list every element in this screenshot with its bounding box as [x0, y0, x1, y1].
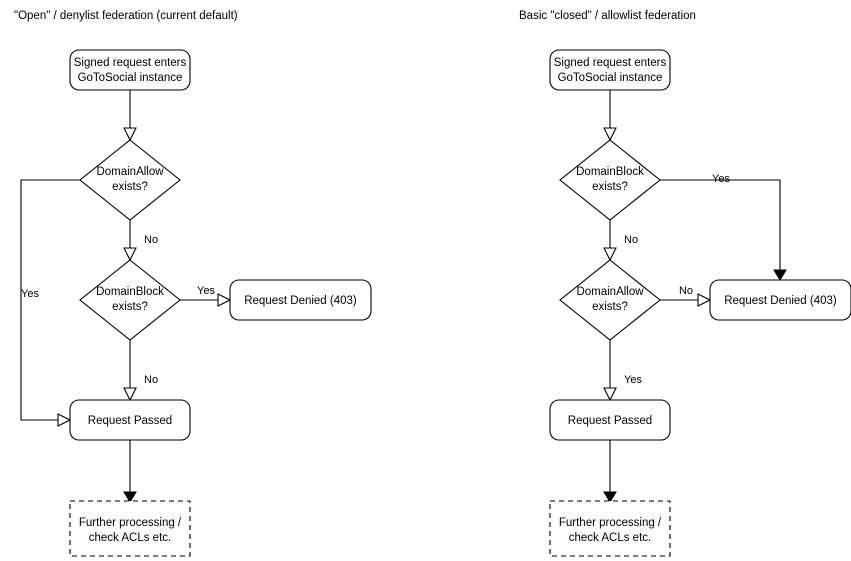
arrowhead-open-down: [603, 127, 617, 142]
arrowhead-open-down: [603, 387, 617, 402]
edge-label-domainblock-yes: Yes: [712, 173, 730, 185]
arrowhead-solid-down: [773, 269, 787, 281]
node-request-passed-right: Request Passed: [549, 399, 671, 441]
panel-title-closed-allowlist: Basic "closed" / allowlist federation: [519, 10, 696, 22]
edge-domainallow-no-to-denied-right: No: [660, 285, 712, 307]
node-decision-domainblock-left: DomainBlock exists?: [79, 259, 181, 341]
further-processing-label-line1: Further processing /: [559, 517, 662, 529]
domainallow-diamond-shape: [79, 139, 181, 221]
arrowhead-open-right: [697, 293, 712, 307]
panel-title-open-denylist: "Open" / denylist federation (current de…: [14, 10, 238, 22]
request-denied-box-shape: [229, 279, 372, 321]
node-further-processing-right: Further processing / check ACLs etc.: [549, 500, 671, 557]
node-decision-domainallow-left: DomainAllow exists?: [79, 139, 181, 221]
start-box-shape: [549, 49, 671, 91]
request-denied-label: Request Denied (403): [724, 295, 837, 307]
start-box-label-line1: Signed request enters: [554, 57, 667, 69]
request-denied-box-shape: [709, 279, 851, 321]
arrowhead-solid-down: [603, 491, 617, 503]
arrowhead-open-down: [123, 387, 137, 402]
domainblock-label-line1: DomainBlock: [96, 286, 164, 298]
edge-label-domainblock-no: No: [144, 374, 158, 386]
node-decision-domainallow-right: DomainAllow exists?: [559, 259, 661, 341]
panel-closed-allowlist: Basic "closed" / allowlist federation Si…: [519, 10, 851, 557]
arrowhead-open-down: [123, 247, 137, 262]
request-denied-label: Request Denied (403): [244, 295, 357, 307]
edge-start-to-domainblock-right: [603, 90, 617, 142]
request-passed-label: Request Passed: [88, 415, 172, 427]
edge-label-domainblock-yes: Yes: [197, 285, 215, 297]
request-passed-label: Request Passed: [568, 415, 652, 427]
node-request-denied-left: Request Denied (403): [229, 279, 372, 321]
edge-passed-to-further-left: [123, 440, 137, 503]
arrowhead-solid-down: [123, 491, 137, 503]
edge-label-domainallow-yes: Yes: [21, 288, 39, 300]
start-box-label-line2: GoToSocial instance: [558, 72, 663, 84]
edge-domainallow-yes-to-passed: Yes: [20, 179, 80, 427]
edge-label-domainallow-no: No: [144, 234, 158, 246]
domainallow-diamond-shape: [559, 259, 661, 341]
domainblock-label-line2: exists?: [112, 301, 148, 313]
edge-domainblock-yes-to-denied: Yes: [180, 285, 232, 307]
edge-domainblock-no-to-passed: No: [123, 340, 158, 402]
node-start-right: Signed request enters GoToSocial instanc…: [549, 49, 671, 91]
arrowhead-open-down: [123, 127, 137, 142]
domainblock-label-line1: DomainBlock: [576, 166, 644, 178]
edge-domainblock-no-to-domainallow-right: No: [603, 220, 638, 262]
node-start-left: Signed request enters GoToSocial instanc…: [69, 49, 191, 91]
domainallow-label-line2: exists?: [592, 301, 628, 313]
edge-domainallow-yes-to-passed-right: Yes: [603, 340, 642, 402]
domainblock-diamond-shape: [79, 259, 181, 341]
panel-open-denylist: "Open" / denylist federation (current de…: [14, 10, 372, 557]
further-processing-box-shape: [69, 500, 191, 557]
arrowhead-open-down: [603, 247, 617, 262]
start-box-shape: [69, 49, 191, 91]
further-processing-label-line2: check ACLs etc.: [569, 532, 651, 544]
node-decision-domainblock-right: DomainBlock exists?: [559, 139, 661, 221]
domainallow-label-line1: DomainAllow: [96, 166, 164, 178]
start-box-label-line2: GoToSocial instance: [78, 72, 183, 84]
node-request-passed-left: Request Passed: [69, 399, 191, 441]
start-box-label-line1: Signed request enters: [74, 57, 187, 69]
node-request-denied-right: Request Denied (403): [709, 279, 851, 321]
domainallow-label-line1: DomainAllow: [576, 286, 644, 298]
further-processing-box-shape: [549, 500, 671, 557]
edge-start-to-domainallow: [123, 90, 137, 142]
further-processing-label-line2: check ACLs etc.: [89, 532, 171, 544]
arrowhead-open-right: [57, 413, 72, 427]
further-processing-label-line1: Further processing /: [79, 517, 182, 529]
domainblock-label-line2: exists?: [592, 181, 628, 193]
domainblock-diamond-shape: [559, 139, 661, 221]
domainallow-label-line2: exists?: [112, 181, 148, 193]
edge-domainblock-yes-to-denied-right: Yes: [660, 173, 787, 281]
edge-passed-to-further-right: [603, 440, 617, 503]
arrowhead-open-right: [217, 293, 232, 307]
edge-domainallow-no-to-domainblock: No: [123, 220, 158, 262]
edge-label-domainallow-yes: Yes: [624, 374, 642, 386]
edge-label-domainallow-no: No: [679, 285, 693, 297]
node-further-processing-left: Further processing / check ACLs etc.: [69, 500, 191, 557]
edge-label-domainblock-no: No: [624, 234, 638, 246]
